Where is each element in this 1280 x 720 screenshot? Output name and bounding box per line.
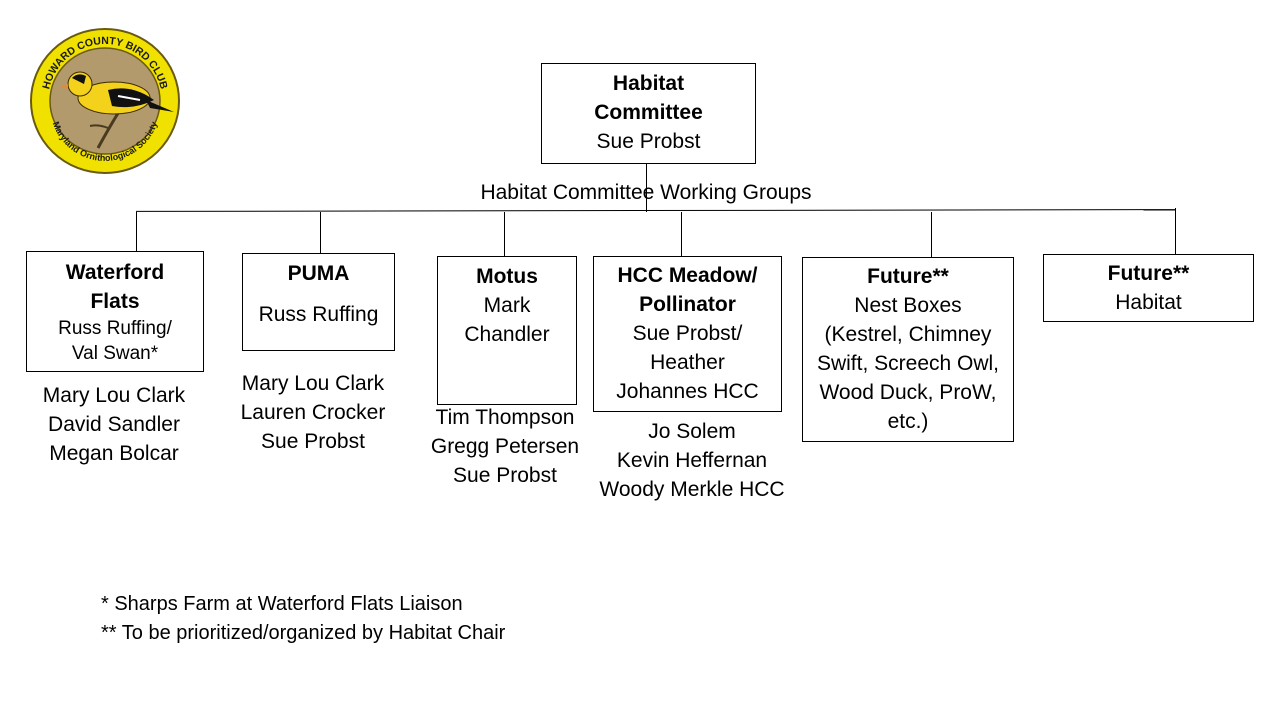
group-title: Future** [1107,262,1190,285]
group-lead: Wood Duck, ProW, [819,381,997,404]
group-title: Future** [867,265,949,288]
group-members-puma: Mary Lou Clark Lauren Crocker Sue Probst [213,369,413,456]
group-title: Motus [476,265,538,288]
member-name: Megan Bolcar [49,442,179,465]
group-title: Pollinator [639,293,736,316]
member-name: Tim Thompson [435,406,575,429]
footnote: ** To be prioritized/organized by Habita… [101,622,506,644]
group-lead: Russ Ruffing [258,303,379,326]
group-title: PUMA [287,262,350,285]
member-name: Mary Lou Clark [42,384,186,407]
group-connector-1 [136,212,137,252]
group-lead: Swift, Screech Owl, [816,352,1000,375]
group-connector-2 [320,212,321,254]
group-members-waterford-flats: Mary Lou Clark David Sandler Megan Bolca… [14,381,214,468]
root-title-line1: Habitat [612,72,685,95]
member-name: Kevin Heffernan [616,449,768,472]
group-connector-5 [931,212,932,258]
member-name: Woody Merkle HCC [599,478,785,501]
member-name: Gregg Petersen [430,435,580,458]
member-name: David Sandler [48,413,180,436]
group-lead: Johannes HCC [616,380,759,403]
group-title: Flats [90,290,140,313]
member-name: Sue Probst [261,430,365,453]
group-members-motus: Tim Thompson Gregg Petersen Sue Probst [405,403,605,490]
root-title-line2: Committee [594,101,703,124]
working-groups-label: Habitat Committee Working Groups [480,181,812,204]
footnote: * Sharps Farm at Waterford Flats Liaison [101,593,463,615]
horizontal-bus [135,209,1177,212]
group-lead: etc.) [887,410,929,433]
group-connector-6 [1175,208,1176,255]
group-lead: Nest Boxes [854,294,962,317]
group-members-hcc-meadow: Jo Solem Kevin Heffernan Woody Merkle HC… [582,417,802,504]
group-box-puma: PUMA Russ Ruffing [242,253,395,351]
habitat-committee-box: Habitat Committee Sue Probst [541,63,756,164]
group-box-future-nest-boxes: Future** Nest Boxes (Kestrel, Chimney Sw… [802,257,1014,442]
group-lead: Chandler [464,323,550,346]
howard-county-bird-club-logo: HOWARD COUNTY BIRD CLUB Maryland Ornitho… [30,28,180,174]
group-box-motus: Motus Mark Chandler [437,256,577,405]
group-lead: Russ Ruffing/ [58,318,172,339]
group-connector-4 [681,212,682,257]
member-name: Lauren Crocker [240,401,386,424]
group-title: Waterford [65,261,165,284]
footnotes: * Sharps Farm at Waterford Flats Liaison… [101,590,505,648]
group-box-hcc-meadow-pollinator: HCC Meadow/ Pollinator Sue Probst/ Heath… [593,256,782,412]
member-name: Mary Lou Clark [241,372,385,395]
root-person: Sue Probst [596,130,701,153]
spacer [243,288,394,300]
group-title: HCC Meadow/ [617,264,758,287]
group-connector-3 [504,212,505,257]
group-lead: Mark [483,294,531,317]
member-name: Jo Solem [648,420,736,443]
group-lead: (Kestrel, Chimney [824,323,992,346]
group-lead: Heather [650,351,725,374]
group-lead: Val Swan* [71,343,159,364]
member-name: Sue Probst [453,464,557,487]
group-box-future-habitat: Future** Habitat [1043,254,1254,322]
root-connector [646,164,647,212]
group-lead: Sue Probst/ [632,322,743,345]
group-box-waterford-flats: Waterford Flats Russ Ruffing/ Val Swan* [26,251,204,372]
group-lead: Habitat [1115,291,1182,314]
